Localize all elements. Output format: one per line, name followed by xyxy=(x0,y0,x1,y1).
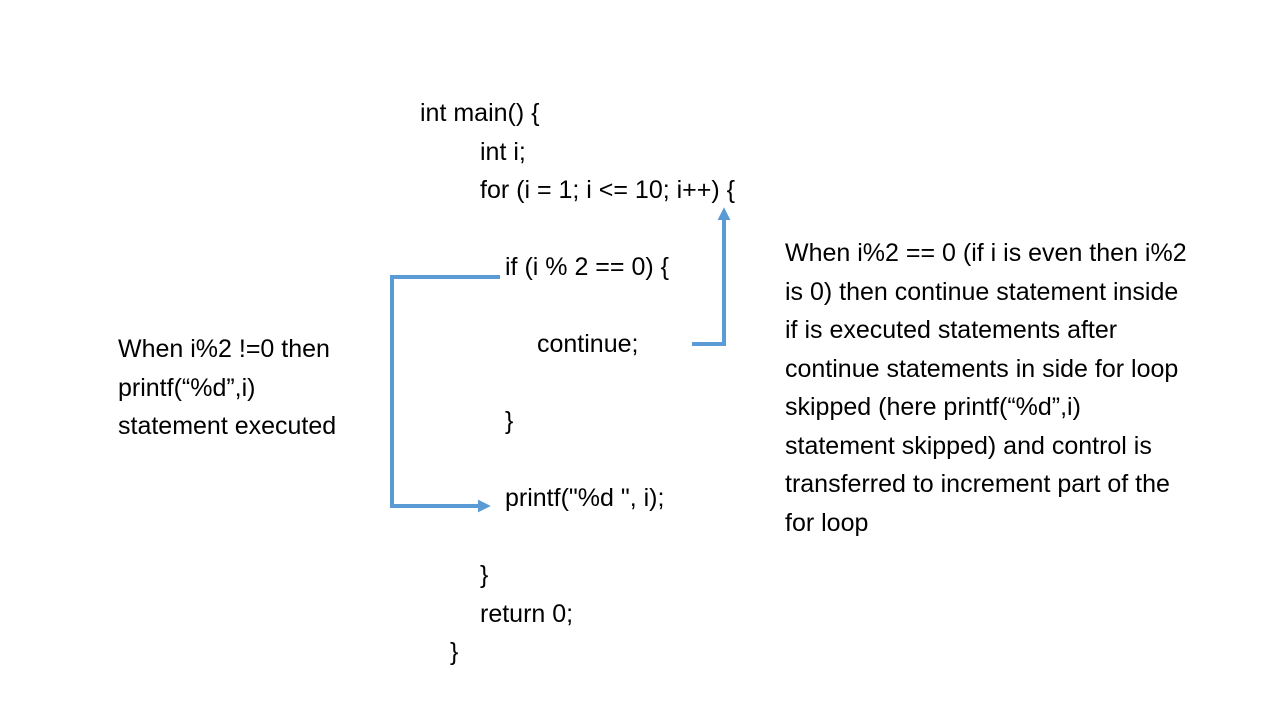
code-line-for: for (i = 1; i <= 10; i++) { xyxy=(480,176,736,204)
right-annotation-line: is 0) then continue statement inside xyxy=(785,277,1179,306)
code-line-for-close: } xyxy=(480,561,489,589)
code-line-main-close: } xyxy=(450,638,459,666)
code-line-blank xyxy=(420,441,840,480)
code-line-int-main: int main() { xyxy=(420,99,540,127)
code-line-blank xyxy=(420,287,840,326)
code-line-blank xyxy=(420,518,840,557)
code-line-continue: continue; xyxy=(537,330,639,358)
left-annotation-line: statement executed xyxy=(118,412,337,440)
code-line-int-i: int i; xyxy=(480,137,526,166)
code-line-printf: printf("%d ", i); xyxy=(505,484,665,512)
left-annotation-line: When i%2 !=0 then xyxy=(118,335,330,363)
right-annotation: When i%2 == 0 (if i is even then i%2 is … xyxy=(785,234,1265,542)
right-annotation-line: When i%2 == 0 (if i is even then i%2 xyxy=(785,239,1187,267)
right-annotation-line: if is executed statements after xyxy=(785,316,1118,344)
code-line-if-close: } xyxy=(505,407,514,435)
right-annotation-line: transferred to increment part of the xyxy=(785,470,1170,498)
right-annotation-line: for loop xyxy=(785,508,869,537)
code-line-blank xyxy=(420,210,840,249)
right-annotation-line: continue statements in side for loop xyxy=(785,354,1179,383)
left-annotation: When i%2 !=0 then printf(“%d”,i) stateme… xyxy=(118,330,408,446)
left-annotation-line: printf(“%d”,i) xyxy=(118,373,256,402)
code-block: int main() { int i; for (i = 1; i <= 10;… xyxy=(420,94,840,672)
right-annotation-line: statement skipped) and control is xyxy=(785,431,1152,460)
code-line-return: return 0; xyxy=(480,599,574,628)
right-annotation-line: skipped (here printf(“%d”,i) xyxy=(785,393,1081,421)
code-line-blank xyxy=(420,364,840,403)
code-line-if: if (i % 2 == 0) { xyxy=(505,253,669,281)
